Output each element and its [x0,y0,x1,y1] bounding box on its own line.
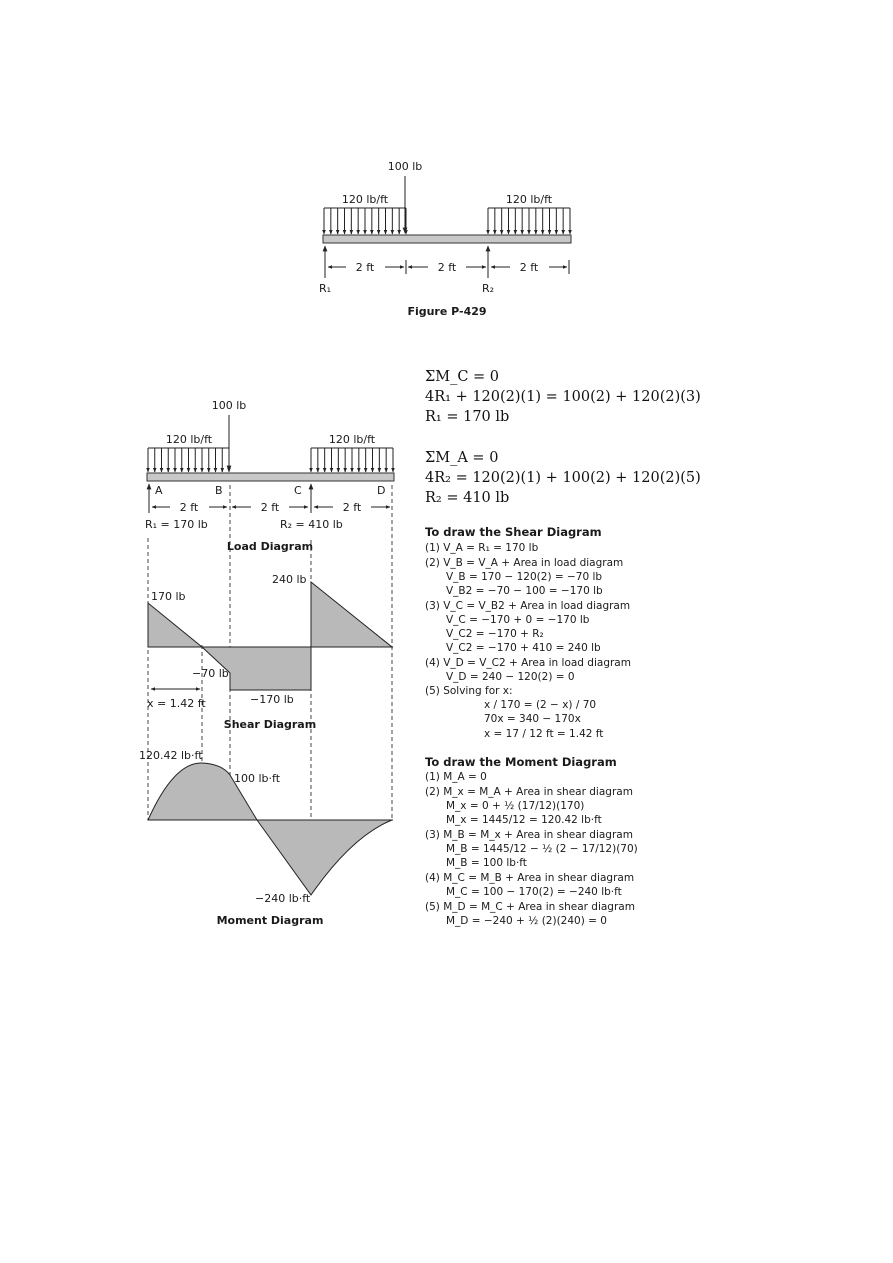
step-line: M_x = 0 + ½ (17/12)(170) [446,800,584,812]
point-label-c: C [294,484,302,497]
fig-dist-load-right-label: 120 lb/ft [506,193,553,206]
moment-area-negative [256,819,393,896]
load-dist-right-arrows [309,447,395,473]
equation-line: R₁ = 170 lb [425,409,509,425]
step-line: V_C = −170 + 0 = −170 lb [446,614,590,626]
load-dist-right-label: 120 lb/ft [329,433,376,446]
figure-p429: 100 lb 120 lb/ft 120 lb/ft 2 ft 2 ft 2 f… [319,160,572,318]
step-line: 70x = 340 − 170x [484,713,581,725]
fig-r2-label: R₂ [482,282,494,295]
fig-dim-label: 2 ft [438,261,457,274]
moment-diagram: 120.42 lb·ft 100 lb·ft −240 lb·ft Moment… [139,749,393,927]
step-line: x = 17 / 12 ft = 1.42 ft [484,728,603,740]
moment-label-max: 120.42 lb·ft [139,749,203,762]
load-dim-label: 2 ft [180,501,199,514]
step-line: (5) Solving for x: [425,685,513,697]
point-label-b: B [215,484,223,497]
fig-beam [322,234,572,244]
step-line: V_C2 = −170 + R₂ [446,628,544,640]
equation-line: 4R₁ + 120(2)(1) = 100(2) + 120(2)(3) [425,389,701,405]
step-line: V_B2 = −70 − 100 = −170 lb [446,585,603,597]
equation-line: ΣM_C = 0 [425,369,499,385]
load-r2-label: R₂ = 410 lb [280,518,343,531]
step-line: (2) M_x = M_A + Area in shear diagram [425,786,633,798]
moment-area-positive [147,762,258,821]
equations-block: ΣM_C = 0 4R₁ + 120(2)(1) = 100(2) + 120(… [425,369,701,506]
moment-diagram-title: Moment Diagram [217,914,324,927]
shear-diagram: 170 lb 240 lb −70 lb −170 lb x = 1.42 ft… [147,573,394,731]
step-line: (3) V_C = V_B2 + Area in load diagram [425,600,630,612]
point-label-d: D [377,484,385,497]
load-dist-left-label: 120 lb/ft [166,433,213,446]
equation-line: 4R₂ = 120(2)(1) + 100(2) + 120(2)(5) [425,470,701,486]
shear-label-minus170: −170 lb [250,693,294,706]
step-line: M_C = 100 − 170(2) = −240 lb·ft [446,886,622,898]
shear-label-170: 170 lb [151,590,186,603]
load-diagram-title: Load Diagram [227,540,313,553]
shear-x-label: x = 1.42 ft [147,697,206,710]
point-label-a: A [155,484,163,497]
fig-dim-label: 2 ft [520,261,539,274]
figure-caption: Figure P-429 [407,305,486,318]
step-line: (1) V_A = R₁ = 170 lb [425,542,539,554]
step-line: M_B = 1445/12 − ½ (2 − 17/12)(70) [446,843,638,855]
shear-label-240: 240 lb [272,573,307,586]
fig-r1-label: R₁ [319,282,331,295]
step-line: M_x = 1445/12 = 120.42 lb·ft [446,814,602,826]
shear-area-positive-c [310,580,394,648]
moment-steps: To draw the Moment Diagram (1) M_A = 0 (… [425,755,638,927]
shear-area-positive-a [147,601,204,648]
step-line: (2) V_B = V_A + Area in load diagram [425,557,623,569]
load-diagram: 100 lb 120 lb/ft 120 lb/ft A B C D 2 ft … [145,399,395,553]
step-line: M_D = −240 + ½ (2)(240) = 0 [446,915,607,927]
shear-steps: To draw the Shear Diagram (1) V_A = R₁ =… [425,525,631,740]
moment-label-b: 100 lb·ft [234,772,281,785]
load-dim-label: 2 ft [343,501,362,514]
load-beam [146,472,395,482]
shear-label-minus70: −70 lb [192,667,229,680]
step-line: V_C2 = −170 + 410 = 240 lb [446,642,601,654]
shear-steps-heading: To draw the Shear Diagram [425,525,602,539]
step-line: (4) M_C = M_B + Area in shear diagram [425,872,634,884]
step-line: (3) M_B = M_x + Area in shear diagram [425,829,633,841]
moment-label-c: −240 lb·ft [255,892,311,905]
equation-line: R₂ = 410 lb [425,490,509,506]
fig-dist-load-left-label: 120 lb/ft [342,193,389,206]
load-r1-label: R₁ = 170 lb [145,518,208,531]
step-line: V_D = 240 − 120(2) = 0 [446,671,575,683]
step-line: V_B = 170 − 120(2) = −70 lb [446,571,602,583]
fig-dim-label: 2 ft [356,261,375,274]
fig-dist-load-right-arrows [486,207,572,235]
load-dim-label: 2 ft [261,501,280,514]
shear-diagram-title: Shear Diagram [224,718,316,731]
step-line: x / 170 = (2 − x) / 70 [484,699,596,711]
load-dist-left-arrows [146,447,231,473]
fig-dist-load-left-arrows [322,207,408,235]
load-point-load-label: 100 lb [212,399,247,412]
step-line: (5) M_D = M_C + Area in shear diagram [425,901,635,913]
step-line: (4) V_D = V_C2 + Area in load diagram [425,657,631,669]
step-line: (1) M_A = 0 [425,771,487,783]
step-line: M_B = 100 lb·ft [446,857,527,869]
equation-line: ΣM_A = 0 [425,450,498,466]
fig-point-load-label: 100 lb [388,160,423,173]
moment-steps-heading: To draw the Moment Diagram [425,755,617,769]
